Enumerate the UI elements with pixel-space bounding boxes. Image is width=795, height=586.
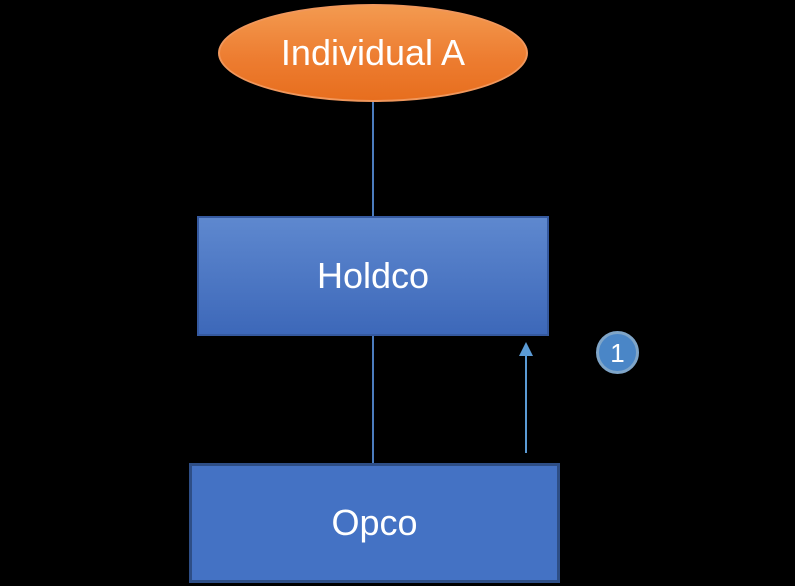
node-individual-a-label: Individual A [280,32,466,73]
connector-holdco-to-opco [372,336,374,463]
connector-individual-to-holdco [372,102,374,216]
step-1-badge-label: 1 [610,337,625,368]
node-holdco-label: Holdco [316,255,430,296]
node-opco-label: Opco [331,502,418,543]
node-opco: Opco [189,463,560,583]
node-holdco: Holdco [197,216,549,336]
step-1-badge: 1 [596,331,639,374]
arrow-line-opco-to-holdco [525,354,527,453]
arrowhead-up-icon [519,342,533,356]
node-individual-a: Individual A [218,4,528,102]
